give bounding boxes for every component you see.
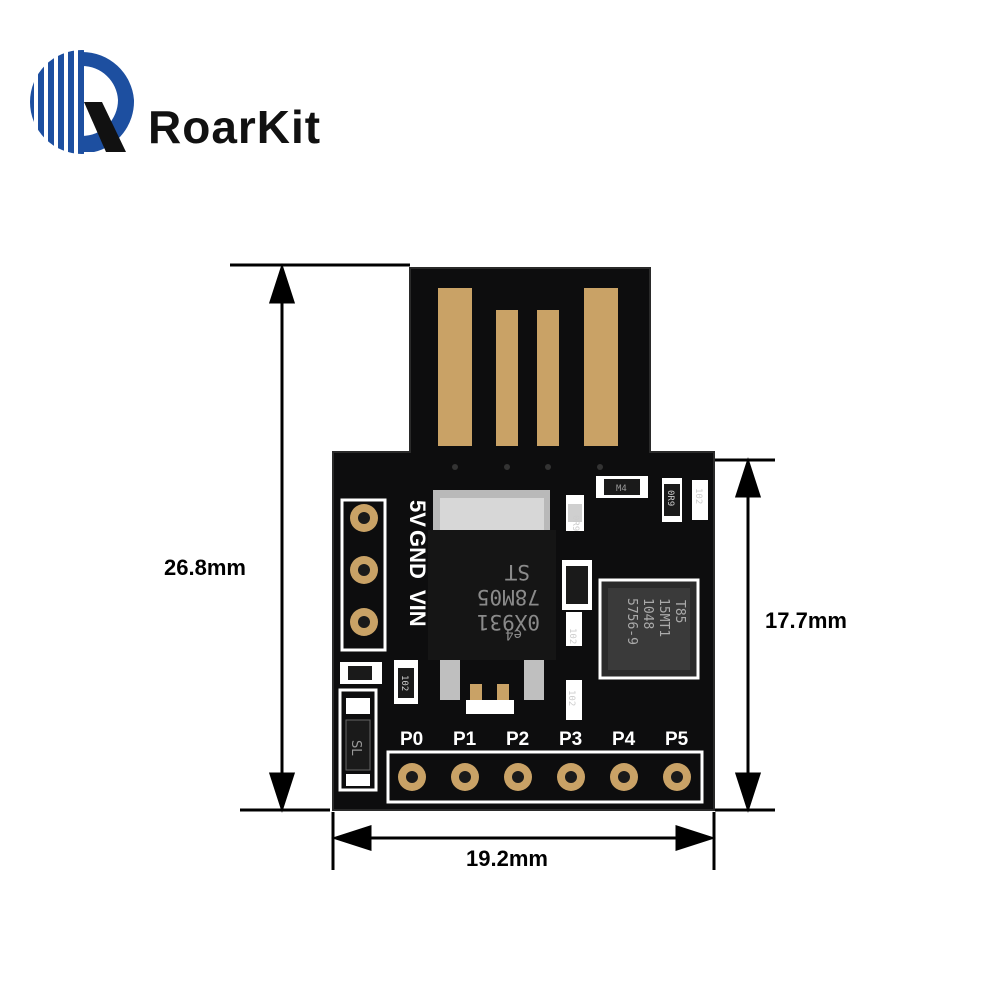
body-height-dimension-label: 17.7mm (765, 608, 847, 633)
zener-mark: SL (348, 740, 363, 756)
pin-hole-p4 (618, 771, 630, 783)
resistor-mark-4: 102 (693, 488, 703, 504)
pin-hole-p5 (671, 771, 683, 783)
zener-diode: SL (338, 688, 378, 792)
pin-label-p3: P3 (559, 729, 582, 750)
smd-components (340, 476, 708, 720)
power-header-outline (340, 498, 387, 652)
regulator-mark: e4 (505, 626, 522, 642)
pin-label-p2: P2 (506, 729, 529, 750)
mcu-line-2: 15MT1 (656, 598, 671, 637)
voltage-regulator: ST 78M05 0X931 e4 (428, 490, 556, 700)
dimension-lines (230, 263, 775, 870)
pin-hole-p0 (406, 771, 418, 783)
mcu-line-4: 5756-9 (624, 598, 639, 645)
pin-label-p5: P5 (665, 729, 689, 750)
width-dimension-label: 19.2mm (466, 846, 548, 871)
power-header-pads (350, 504, 378, 636)
attiny85-chip: T85 15MT1 1048 5756-9 (598, 578, 700, 680)
regulator-code: 0X931 (477, 610, 540, 634)
header-label-5v: 5V (405, 500, 430, 527)
pin-label-p0: P0 (400, 729, 423, 750)
header-label-vin: VIN (405, 590, 430, 627)
pin-hole-p2 (512, 771, 524, 783)
pin-label-p4: P4 (612, 729, 636, 750)
mcu-line-1: T85 (672, 600, 687, 623)
pin-label-p1: P1 (453, 729, 477, 750)
brand-name: RoarKit (148, 101, 322, 153)
height-dimension-label: 26.8mm (164, 555, 246, 580)
resistor-mark-6: 102 (566, 690, 576, 706)
resistor-mark-1: 0R9 (570, 515, 580, 531)
regulator-logo: ST (504, 560, 530, 584)
roarkit-logo-icon (30, 50, 135, 154)
mcu-line-3: 1048 (640, 598, 655, 629)
resistor-mark-3: 0R9 (665, 490, 675, 506)
pin-hole-p3 (565, 771, 577, 783)
diode-mark: M4 (616, 484, 627, 494)
usb-contacts (438, 288, 618, 446)
resistor-mark-5: 102 (399, 675, 409, 691)
pin-row-outline (386, 750, 704, 804)
regulator-part: 78M05 (477, 585, 540, 609)
resistor-mark-2: 102 (567, 628, 577, 644)
header-label-gnd: GND (405, 530, 430, 579)
pin-hole-p1 (459, 771, 471, 783)
